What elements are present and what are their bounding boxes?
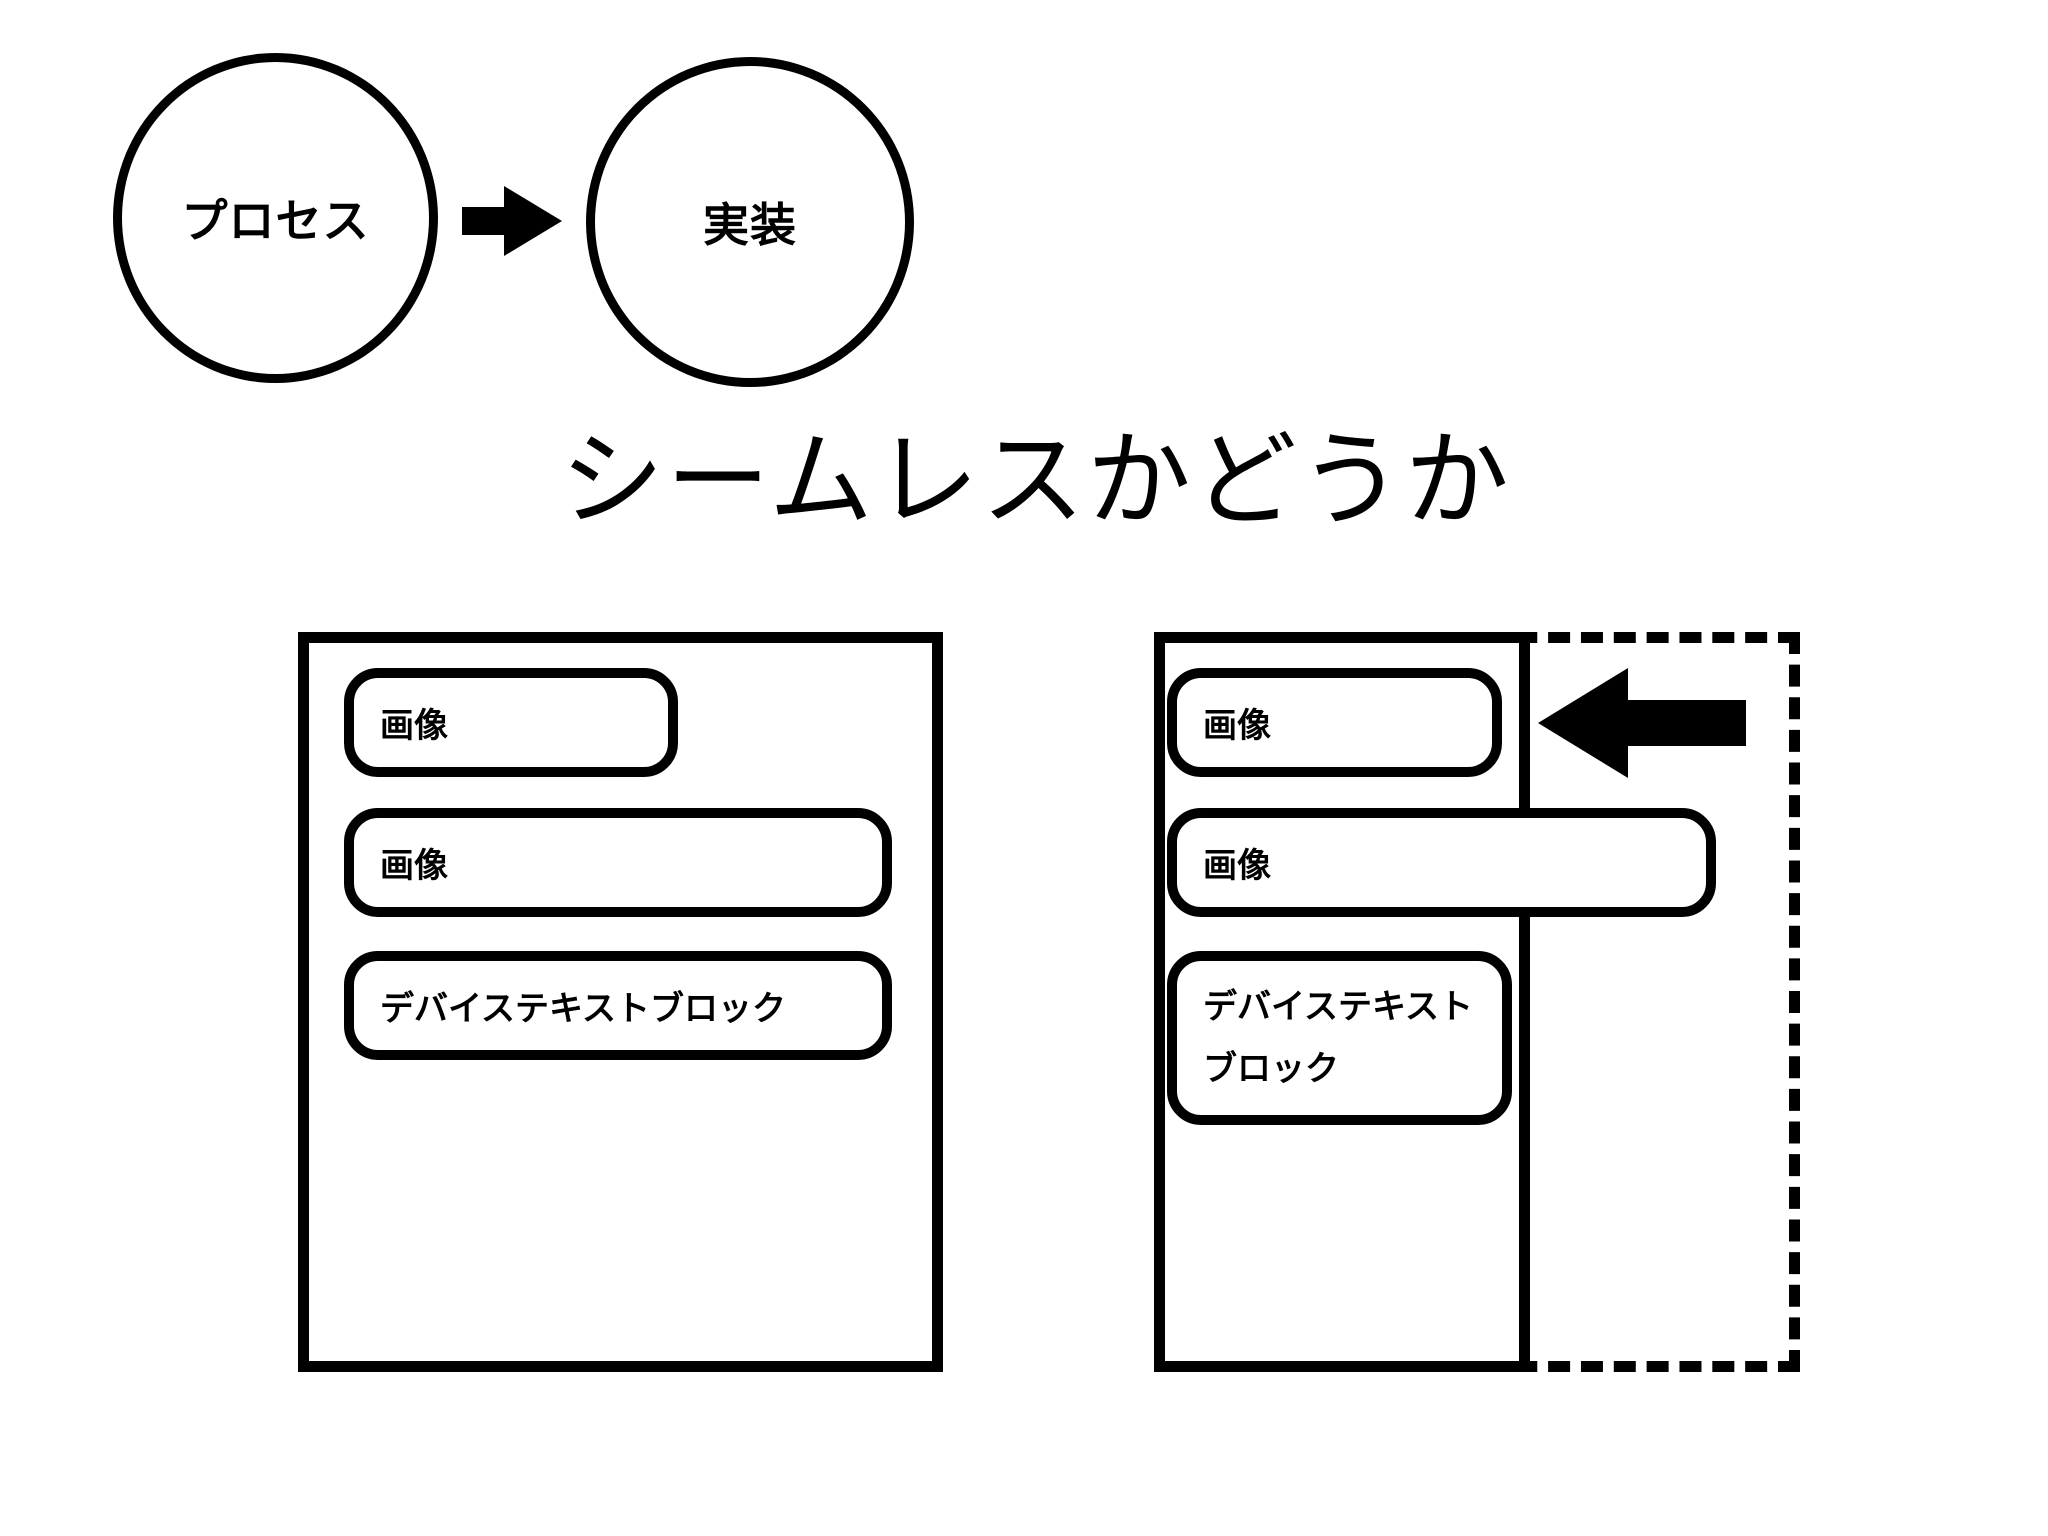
left-image-block-2: 画像: [344, 808, 892, 917]
right-image-block-1-label: 画像: [1203, 706, 1271, 746]
right-image-block-1: 画像: [1167, 668, 1502, 777]
arrow-left-icon: [1538, 668, 1746, 778]
left-device-frame: [298, 632, 943, 1372]
right-image-block-2: 画像: [1167, 808, 1716, 917]
right-device-frame: [1154, 632, 1530, 1372]
left-text-block-label: デバイステキストブロック: [380, 989, 786, 1029]
left-image-block-2-label: 画像: [380, 846, 448, 886]
left-image-block-1-label: 画像: [380, 706, 448, 746]
process-circle: プロセス: [113, 53, 438, 383]
left-text-block: デバイステキストブロック: [344, 951, 892, 1060]
implementation-label: 実装: [703, 198, 797, 252]
arrow-right-icon: [462, 186, 562, 256]
implementation-circle: 実装: [586, 57, 914, 387]
left-image-block-1: 画像: [344, 668, 678, 777]
right-image-block-2-label: 画像: [1203, 846, 1271, 886]
process-label: プロセス: [181, 194, 370, 248]
heading-title: シームレスかどうか: [560, 419, 1511, 541]
right-text-block: デバイステキストブロック: [1167, 951, 1512, 1125]
right-text-block-label: デバイステキストブロック: [1203, 987, 1473, 1089]
